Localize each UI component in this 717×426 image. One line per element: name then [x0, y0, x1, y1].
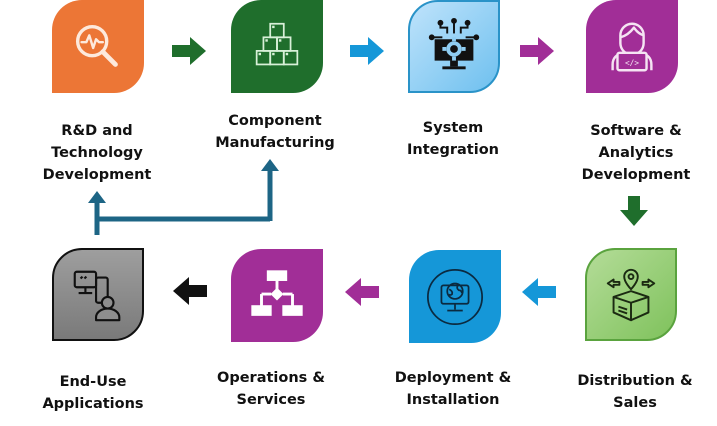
- monitor-gear-circuit-icon: [428, 17, 480, 69]
- step-label-rd: R&D and Technology Development: [22, 120, 172, 186]
- flowchart-icon: [251, 269, 303, 316]
- label-line: Deployment &: [394, 370, 512, 386]
- label-line: Services: [236, 392, 306, 408]
- tile-distribution-sales: [585, 248, 677, 341]
- box-location-pin-icon: [606, 268, 656, 321]
- arrow-left-icon: [173, 277, 207, 305]
- arrowhead-up-icon: [261, 159, 279, 171]
- label-line: Applications: [42, 396, 144, 412]
- label-line: Software &: [590, 123, 682, 139]
- label-line: Analytics: [598, 145, 674, 161]
- step-label-end-use: End-Use Applications: [18, 371, 168, 415]
- label-line: Installation: [406, 392, 500, 408]
- label-line: System: [422, 120, 484, 136]
- arrow-right-icon: [350, 37, 384, 65]
- step-label-operations: Operations & Services: [196, 367, 346, 411]
- arrow-left-icon: [522, 278, 556, 306]
- label-line: End-Use: [59, 374, 127, 390]
- step-label-system: System Integration: [378, 117, 528, 161]
- label-line: Development: [42, 167, 152, 183]
- tile-software-analytics: </>: [586, 0, 678, 93]
- label-line: Development: [581, 167, 691, 183]
- label-line: Integration: [407, 142, 499, 158]
- tile-component-manufacturing: [231, 0, 323, 93]
- label-line: Manufacturing: [215, 135, 335, 151]
- tile-operations-services: [231, 249, 323, 342]
- step-label-distribution: Distribution & Sales: [560, 370, 710, 414]
- label-line: Sales: [613, 395, 657, 411]
- arrow-down-icon: [620, 196, 648, 226]
- arrow-left-icon: [345, 278, 379, 306]
- label-line: Operations &: [217, 370, 325, 386]
- label-line: Component: [228, 113, 322, 129]
- arrow-right-icon: [520, 37, 554, 65]
- tile-end-use-applications: [52, 248, 144, 341]
- stacked-boxes-icon: [255, 22, 299, 65]
- label-line: Distribution &: [577, 373, 693, 389]
- tile-deployment-installation: [409, 250, 501, 343]
- magnifier-pulse-icon: [75, 24, 118, 67]
- developer-laptop-icon: </>: [611, 22, 653, 71]
- arrow-right-icon: [172, 37, 206, 65]
- step-label-software: Software & Analytics Development: [561, 120, 711, 186]
- arrowhead-up-icon: [88, 191, 106, 203]
- label-line: R&D and: [61, 123, 133, 139]
- step-label-component: Component Manufacturing: [200, 110, 350, 154]
- step-label-deployment: Deployment & Installation: [378, 367, 528, 411]
- user-devices-icon: [73, 270, 121, 321]
- svg-text:</>: </>: [625, 58, 639, 67]
- tile-rd-technology: [52, 0, 144, 93]
- monitor-globe-icon: [427, 268, 483, 325]
- feedback-connector: [88, 159, 279, 235]
- tile-system-integration: [408, 0, 500, 93]
- label-line: Technology: [51, 145, 143, 161]
